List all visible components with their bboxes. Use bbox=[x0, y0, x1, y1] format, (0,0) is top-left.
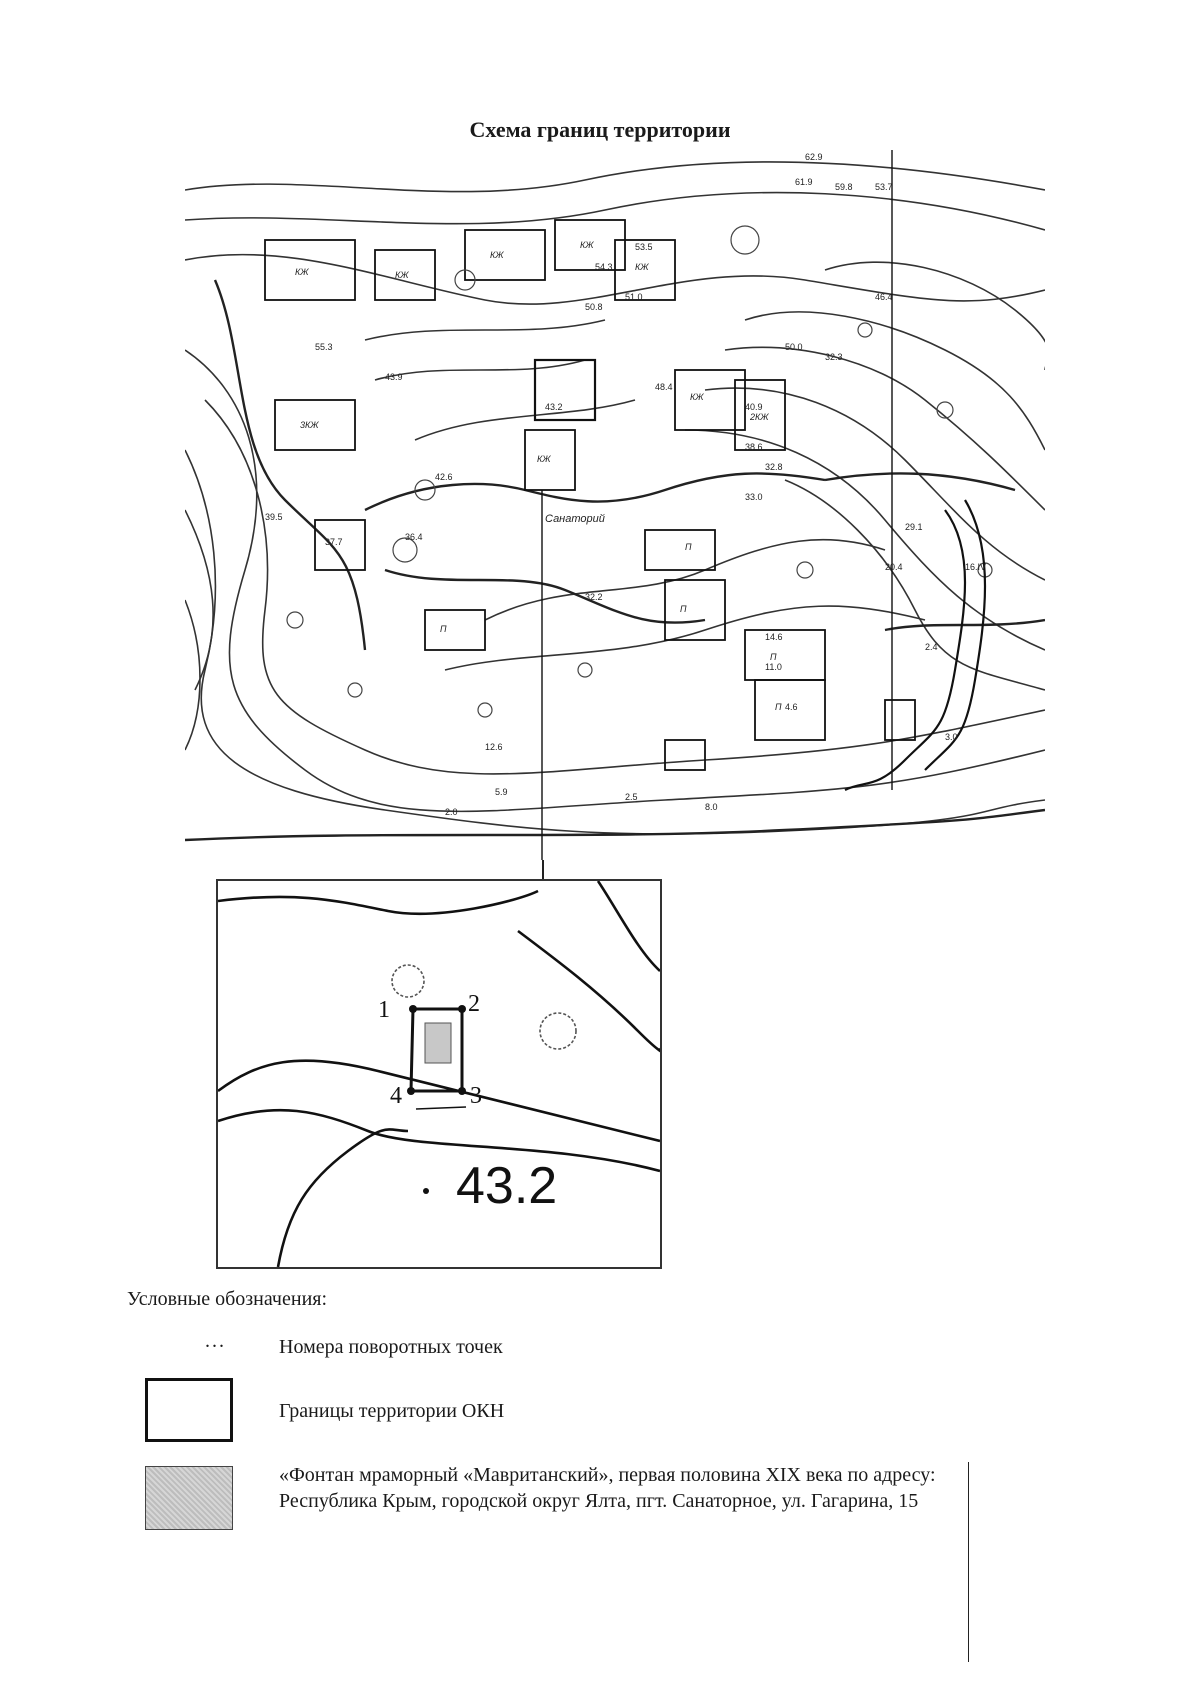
building-label: П bbox=[775, 702, 782, 712]
legend-item-points: ... Номера поворотных точек bbox=[127, 1330, 1027, 1364]
elevation-label: 39.5 bbox=[265, 512, 283, 522]
elevation-label: 50.0 bbox=[785, 342, 803, 352]
tree-symbol bbox=[539, 1012, 577, 1050]
elevation-label: 20.4 bbox=[885, 562, 903, 572]
building-label: 2КЖ bbox=[749, 412, 769, 422]
map-drawing: 55.3 43.9 43.2 42.6 39.5 37.7 36.4 32.2 12.6 5.9 2… bbox=[185, 150, 1045, 860]
elevation-label: 62.9 bbox=[805, 152, 823, 162]
elevation-label: 29.1 bbox=[905, 522, 923, 532]
elevation-label: 37.7 bbox=[325, 537, 343, 547]
inset-drawing: 1 2 3 4 43.2 bbox=[218, 881, 660, 1267]
elevation-label: 11.0 bbox=[765, 662, 782, 672]
object-fill-symbol bbox=[145, 1466, 233, 1530]
elevation-label: 2.0 bbox=[445, 807, 458, 817]
elevation-label: 12.6 bbox=[485, 742, 503, 752]
dots-symbol: ... bbox=[205, 1330, 226, 1352]
legend-item-object: «Фонтан мраморный «Мавританский», первая… bbox=[127, 1462, 1027, 1552]
elevation-label: 59.8 bbox=[835, 182, 853, 192]
turning-point-3: 3 bbox=[470, 1083, 482, 1109]
legend-item-boundary: Границы территории ОКН bbox=[127, 1378, 1027, 1448]
building-label: КЖ bbox=[395, 270, 409, 280]
building-label: П bbox=[770, 652, 777, 662]
elevation-label: 4.6 bbox=[785, 702, 798, 712]
building-label: КЖ bbox=[635, 262, 649, 272]
elevation-label: 32.3 bbox=[825, 352, 843, 362]
survey-line bbox=[542, 860, 544, 879]
legend-label: Номера поворотных точек bbox=[279, 1336, 503, 1358]
elevation-label: 32.8 bbox=[765, 462, 783, 472]
elevation-label: 40.9 bbox=[745, 402, 763, 412]
building-label: П bbox=[440, 624, 447, 634]
elevation-label: 36.4 bbox=[405, 532, 423, 542]
legend-title: Условные обозначения: bbox=[127, 1288, 328, 1310]
inset-detail-map: 1 2 3 4 43.2 bbox=[216, 879, 662, 1269]
building-label: КЖ bbox=[295, 267, 309, 277]
elevation-label: 2.4 bbox=[925, 642, 938, 652]
legend-label: Границы территории ОКН bbox=[279, 1400, 505, 1422]
elevation-label: 14.6 bbox=[765, 632, 783, 642]
place-label: Санаторий bbox=[545, 513, 605, 525]
building-label: П bbox=[680, 604, 687, 614]
elevation-label: 53.7 bbox=[875, 182, 893, 192]
elevation-label: 46.4 bbox=[875, 292, 893, 302]
page-title: Схема границ территории bbox=[469, 117, 731, 142]
building-label: КЖ bbox=[490, 250, 504, 260]
building-label: КЖ bbox=[690, 392, 704, 402]
turning-point-1: 1 bbox=[378, 997, 390, 1023]
elevation-label: 43.9 bbox=[385, 372, 403, 382]
elevation-label: 5.9 bbox=[495, 787, 508, 797]
legend-label: «Фонтан мраморный «Мавританский», первая… bbox=[279, 1464, 936, 1512]
fountain-object bbox=[424, 1022, 452, 1064]
turning-point-2: 2 bbox=[468, 991, 480, 1017]
topographic-map: 55.3 43.9 43.2 42.6 39.5 37.7 36.4 32.2 12.6 5.9 2… bbox=[185, 150, 1045, 860]
elevation-label: 55.3 bbox=[315, 342, 333, 352]
building-label: 3КЖ bbox=[300, 420, 319, 430]
elevation-label: 16.IV bbox=[965, 562, 986, 572]
inset-elevation: 43.2 bbox=[456, 1157, 557, 1215]
turning-point-4: 4 bbox=[390, 1083, 402, 1109]
elevation-label: 48.4 bbox=[655, 382, 673, 392]
elevation-label: 50.8 bbox=[585, 302, 603, 312]
elevation-label: 3.0 bbox=[945, 732, 958, 742]
elevation-label: 33.0 bbox=[745, 492, 763, 502]
building-label: КЖ bbox=[580, 240, 594, 250]
scan-line bbox=[968, 1462, 969, 1662]
building-label: П bbox=[685, 542, 692, 552]
elevation-label: 2.5 bbox=[625, 792, 638, 802]
elevation-label: 51.0 bbox=[625, 292, 643, 302]
elevation-label: 53.5 bbox=[635, 242, 653, 252]
elevation-label: 43.2 bbox=[545, 402, 563, 412]
elevation-label: 61.9 bbox=[795, 177, 813, 187]
tree-symbol bbox=[391, 964, 425, 998]
elevation-label: 54.3 bbox=[595, 262, 613, 272]
boundary-symbol bbox=[145, 1378, 233, 1442]
elevation-label: 8.0 bbox=[705, 802, 718, 812]
elevation-label: 32.2 bbox=[585, 592, 603, 602]
building-label: КЖ bbox=[537, 454, 551, 464]
elevation-label: 42.6 bbox=[435, 472, 453, 482]
elevation-label: 38.6 bbox=[745, 442, 763, 452]
